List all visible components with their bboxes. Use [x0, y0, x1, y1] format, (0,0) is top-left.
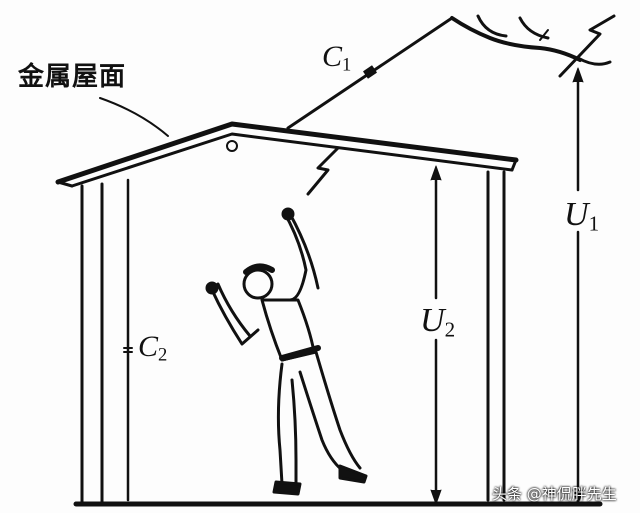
spark-icon [306, 146, 340, 196]
u1-label: U1 [564, 196, 599, 236]
c2-capacitor-mark [123, 347, 133, 353]
u1-label-sub: 1 [588, 211, 600, 236]
u1-label-main: U [564, 196, 589, 233]
u2-label: U2 [420, 302, 455, 342]
c1-capacitance-line [286, 16, 454, 130]
metal-roof [55, 121, 519, 188]
u2-voltage-arrow [430, 165, 442, 505]
roof-leader-line [99, 97, 169, 137]
thundercloud [450, 14, 612, 66]
u2-label-sub: 2 [444, 317, 456, 342]
c2-label-main: C [138, 330, 159, 363]
c2-label-sub: 2 [158, 344, 168, 366]
c1-label-main: C [322, 40, 343, 73]
house-walls [73, 170, 603, 507]
u1-voltage-arrow [572, 67, 584, 505]
watermark: 头条 @神侃胖先生 [492, 485, 617, 503]
c1-label-sub: 1 [342, 54, 352, 76]
metal-roof-label: 金属屋面 [18, 62, 127, 92]
u2-label-main: U [420, 302, 445, 339]
person-figure [205, 207, 368, 496]
lightning-bolt-icon [558, 14, 616, 78]
c1-label: C1 [322, 40, 351, 77]
c2-label: C2 [138, 330, 167, 367]
